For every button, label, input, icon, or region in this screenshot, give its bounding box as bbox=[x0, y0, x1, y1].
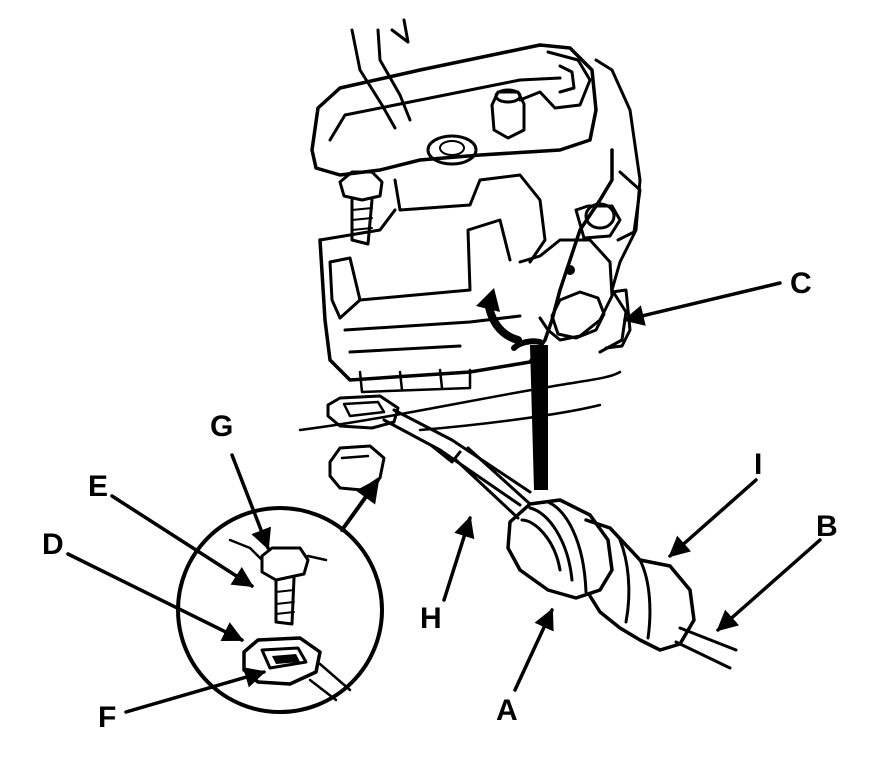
label-f: F bbox=[98, 701, 116, 734]
detail-magnifier bbox=[176, 506, 384, 714]
label-g: G bbox=[210, 410, 233, 443]
label-i: I bbox=[754, 448, 762, 481]
cable-assembly bbox=[326, 394, 738, 670]
label-d: D bbox=[42, 528, 64, 561]
leader-lines bbox=[66, 281, 822, 714]
label-b: B bbox=[816, 510, 838, 543]
label-h: H bbox=[420, 602, 442, 635]
label-c: C bbox=[790, 267, 812, 300]
latch-assembly bbox=[298, 18, 642, 490]
label-a: A bbox=[496, 694, 518, 727]
label-e: E bbox=[88, 470, 108, 503]
